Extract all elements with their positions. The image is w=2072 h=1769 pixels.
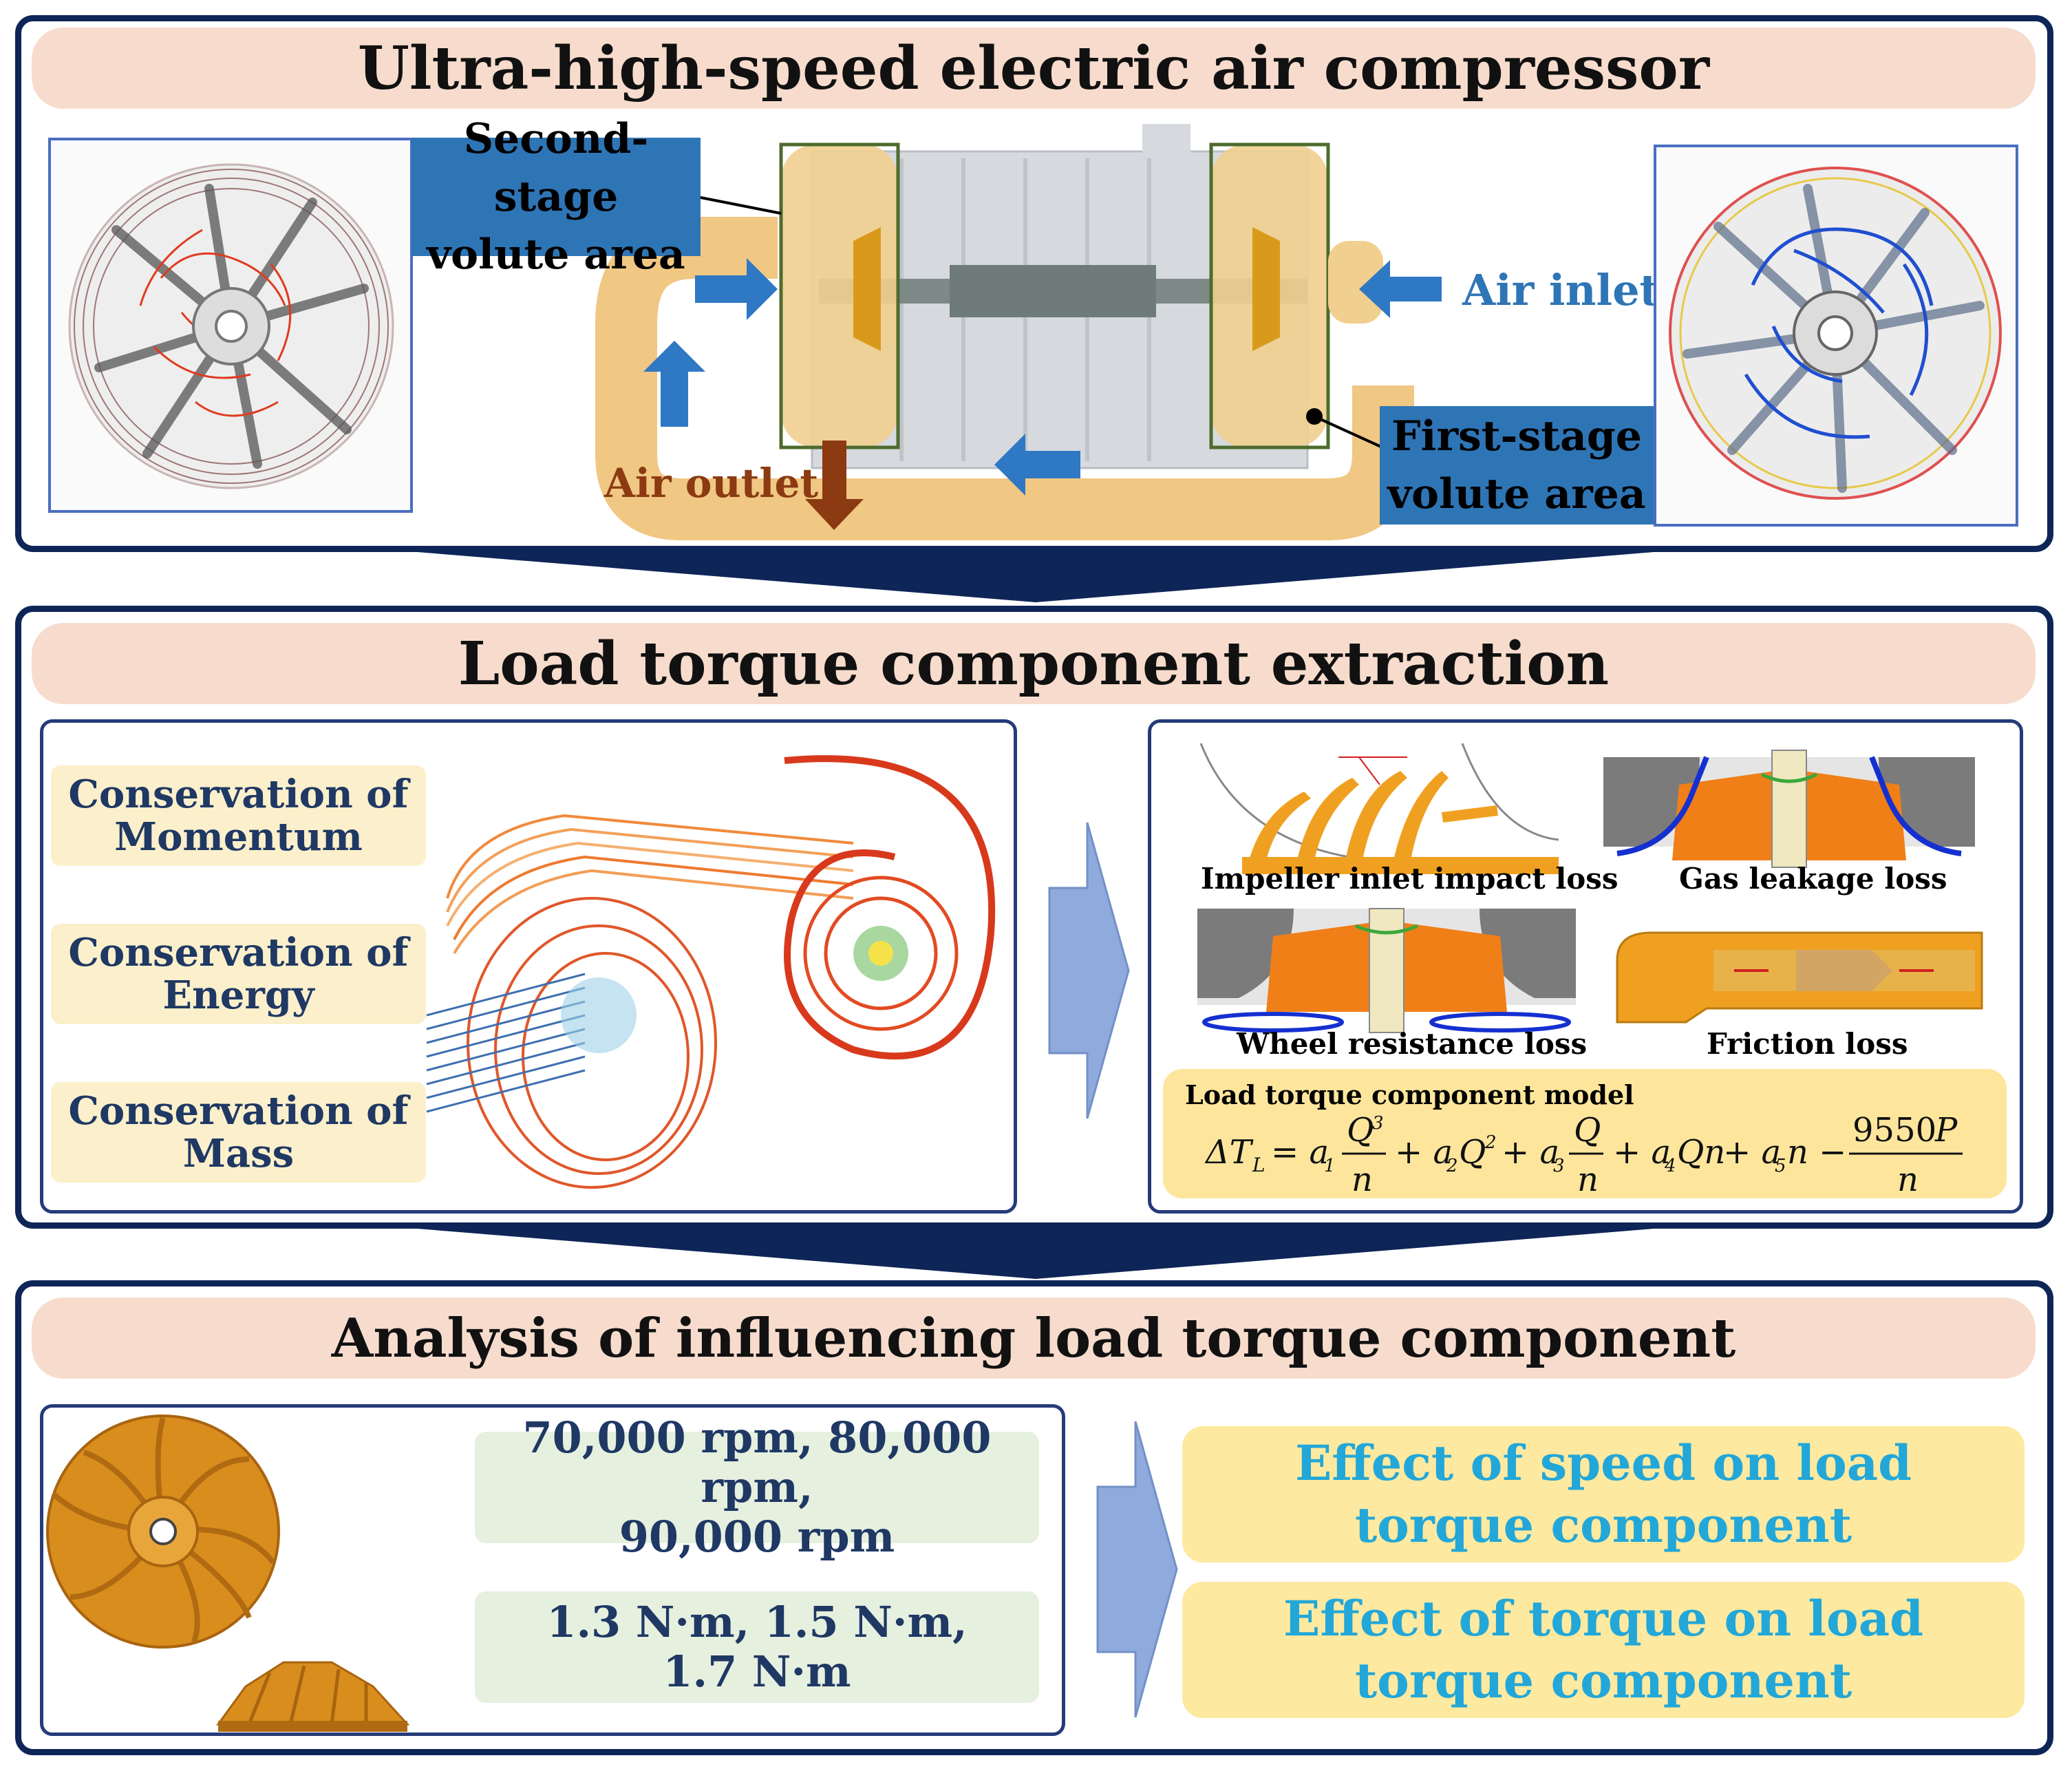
- svg-text:1: 1: [1324, 1156, 1336, 1176]
- impeller-render: [46, 1415, 410, 1732]
- svg-text:n: n: [1352, 1161, 1373, 1199]
- effect-speed-line2: torque component: [1354, 1496, 1852, 1554]
- svg-text:Q: Q: [1459, 1133, 1486, 1172]
- svg-text:+ a: + a: [1723, 1133, 1781, 1172]
- svg-text:P: P: [1934, 1111, 1958, 1150]
- speed-values-line2: 90,000 rpm: [619, 1512, 895, 1562]
- svg-text:n: n: [1577, 1161, 1599, 1199]
- svg-text:Q: Q: [1574, 1111, 1601, 1150]
- section-title-compressor: Ultra-high-speed electric air compressor: [32, 28, 2036, 109]
- effect-torque-line2: torque component: [1354, 1652, 1852, 1709]
- conservation-mass-line1: Conservation of: [68, 1088, 409, 1134]
- svg-text:n −: n −: [1787, 1133, 1846, 1172]
- first-stage-volute-label: First-stage volute area: [1380, 406, 1654, 525]
- conservation-energy-box: Conservation of Energy: [51, 924, 426, 1024]
- svg-text:3: 3: [1553, 1156, 1565, 1176]
- svg-text:5: 5: [1775, 1156, 1786, 1176]
- section-title-extraction: Load torque component extraction: [32, 623, 2036, 704]
- svg-text:= a: = a: [1271, 1133, 1329, 1172]
- svg-text:4: 4: [1664, 1156, 1676, 1176]
- streamline-flow-image: [426, 755, 996, 1189]
- process-arrow-1: [1048, 822, 1130, 1119]
- conservation-energy-line2: Energy: [162, 973, 314, 1018]
- connector-chevron-1: [358, 547, 1713, 602]
- conservation-momentum-box: Conservation of Momentum: [51, 765, 426, 866]
- friction-loss-caption: Friction loss: [1707, 1027, 1908, 1061]
- svg-text:n: n: [1897, 1161, 1919, 1199]
- svg-text:+ a: + a: [1502, 1133, 1559, 1172]
- svg-text:2: 2: [1446, 1156, 1458, 1176]
- model-box: [1163, 1069, 2007, 1198]
- effect-speed-box: Effect of speed on load torque component: [1182, 1426, 2025, 1563]
- svg-text:2: 2: [1484, 1132, 1497, 1153]
- impact-loss-diagram: [1199, 743, 1559, 874]
- conservation-momentum-line1: Conservation of: [68, 772, 409, 817]
- second-stage-label-line2: volute area: [427, 231, 685, 279]
- effect-torque-box: Effect of torque on load torque componen…: [1182, 1582, 2025, 1718]
- impact-loss-caption: Impeller inlet impact loss: [1201, 862, 1619, 896]
- svg-text:Q: Q: [1347, 1111, 1374, 1150]
- torque-values-box: 1.3 N·m, 1.5 N·m, 1.7 N·m: [475, 1591, 1039, 1703]
- leakage-loss-diagram: [1603, 750, 1975, 868]
- conservation-mass-line2: Mass: [182, 1131, 295, 1176]
- model-title: Load torque component model: [1185, 1079, 1634, 1110]
- torque-values-line1: 1.3 N·m, 1.5 N·m,: [546, 1597, 968, 1647]
- svg-text:L: L: [1252, 1154, 1265, 1176]
- air-inlet-label: Air inlet: [1462, 265, 1660, 315]
- conservation-mass-box: Conservation of Mass: [51, 1082, 426, 1183]
- section-title-analysis: Analysis of influencing load torque comp…: [32, 1297, 2036, 1379]
- svg-text:ΔT: ΔT: [1204, 1133, 1254, 1172]
- first-stage-label-line2: volute area: [1387, 470, 1646, 518]
- process-arrow-2: [1096, 1421, 1178, 1718]
- air-outlet-label: Air outlet: [604, 460, 819, 507]
- svg-text:Qn: Qn: [1677, 1133, 1725, 1172]
- svg-text:9550: 9550: [1852, 1111, 1936, 1150]
- impeller-flow-image-left: [48, 138, 413, 513]
- speed-values-line1: 70,000 rpm, 80,000 rpm,: [522, 1412, 992, 1512]
- compressor-assembly-drawing: [564, 124, 1442, 540]
- speed-values-box: 70,000 rpm, 80,000 rpm, 90,000 rpm: [475, 1413, 1039, 1562]
- connector-chevron-2: [358, 1224, 1713, 1279]
- svg-text:+ a: + a: [1395, 1133, 1453, 1172]
- first-stage-label-line1: First-stage: [1391, 412, 1642, 460]
- torque-values-line2: 1.7 N·m: [663, 1646, 851, 1697]
- svg-text:+ a: + a: [1613, 1133, 1671, 1172]
- conservation-momentum-line2: Momentum: [114, 814, 363, 860]
- impeller-flow-image-right: [1654, 145, 2018, 527]
- wheel-resistance-caption: Wheel resistance loss: [1237, 1027, 1588, 1061]
- second-stage-label-line1: Second-stage: [463, 115, 649, 221]
- second-stage-volute-label: Second-stage volute area: [412, 115, 701, 279]
- wheel-resistance-diagram: [1197, 908, 1576, 1033]
- conservation-energy-line1: Conservation of: [68, 930, 409, 975]
- effect-torque-line1: Effect of torque on load: [1283, 1590, 1924, 1647]
- effect-speed-line1: Effect of speed on load: [1294, 1434, 1912, 1492]
- svg-text:3: 3: [1372, 1113, 1384, 1134]
- leakage-loss-caption: Gas leakage loss: [1679, 862, 1947, 896]
- friction-loss-diagram: [1616, 931, 1983, 1024]
